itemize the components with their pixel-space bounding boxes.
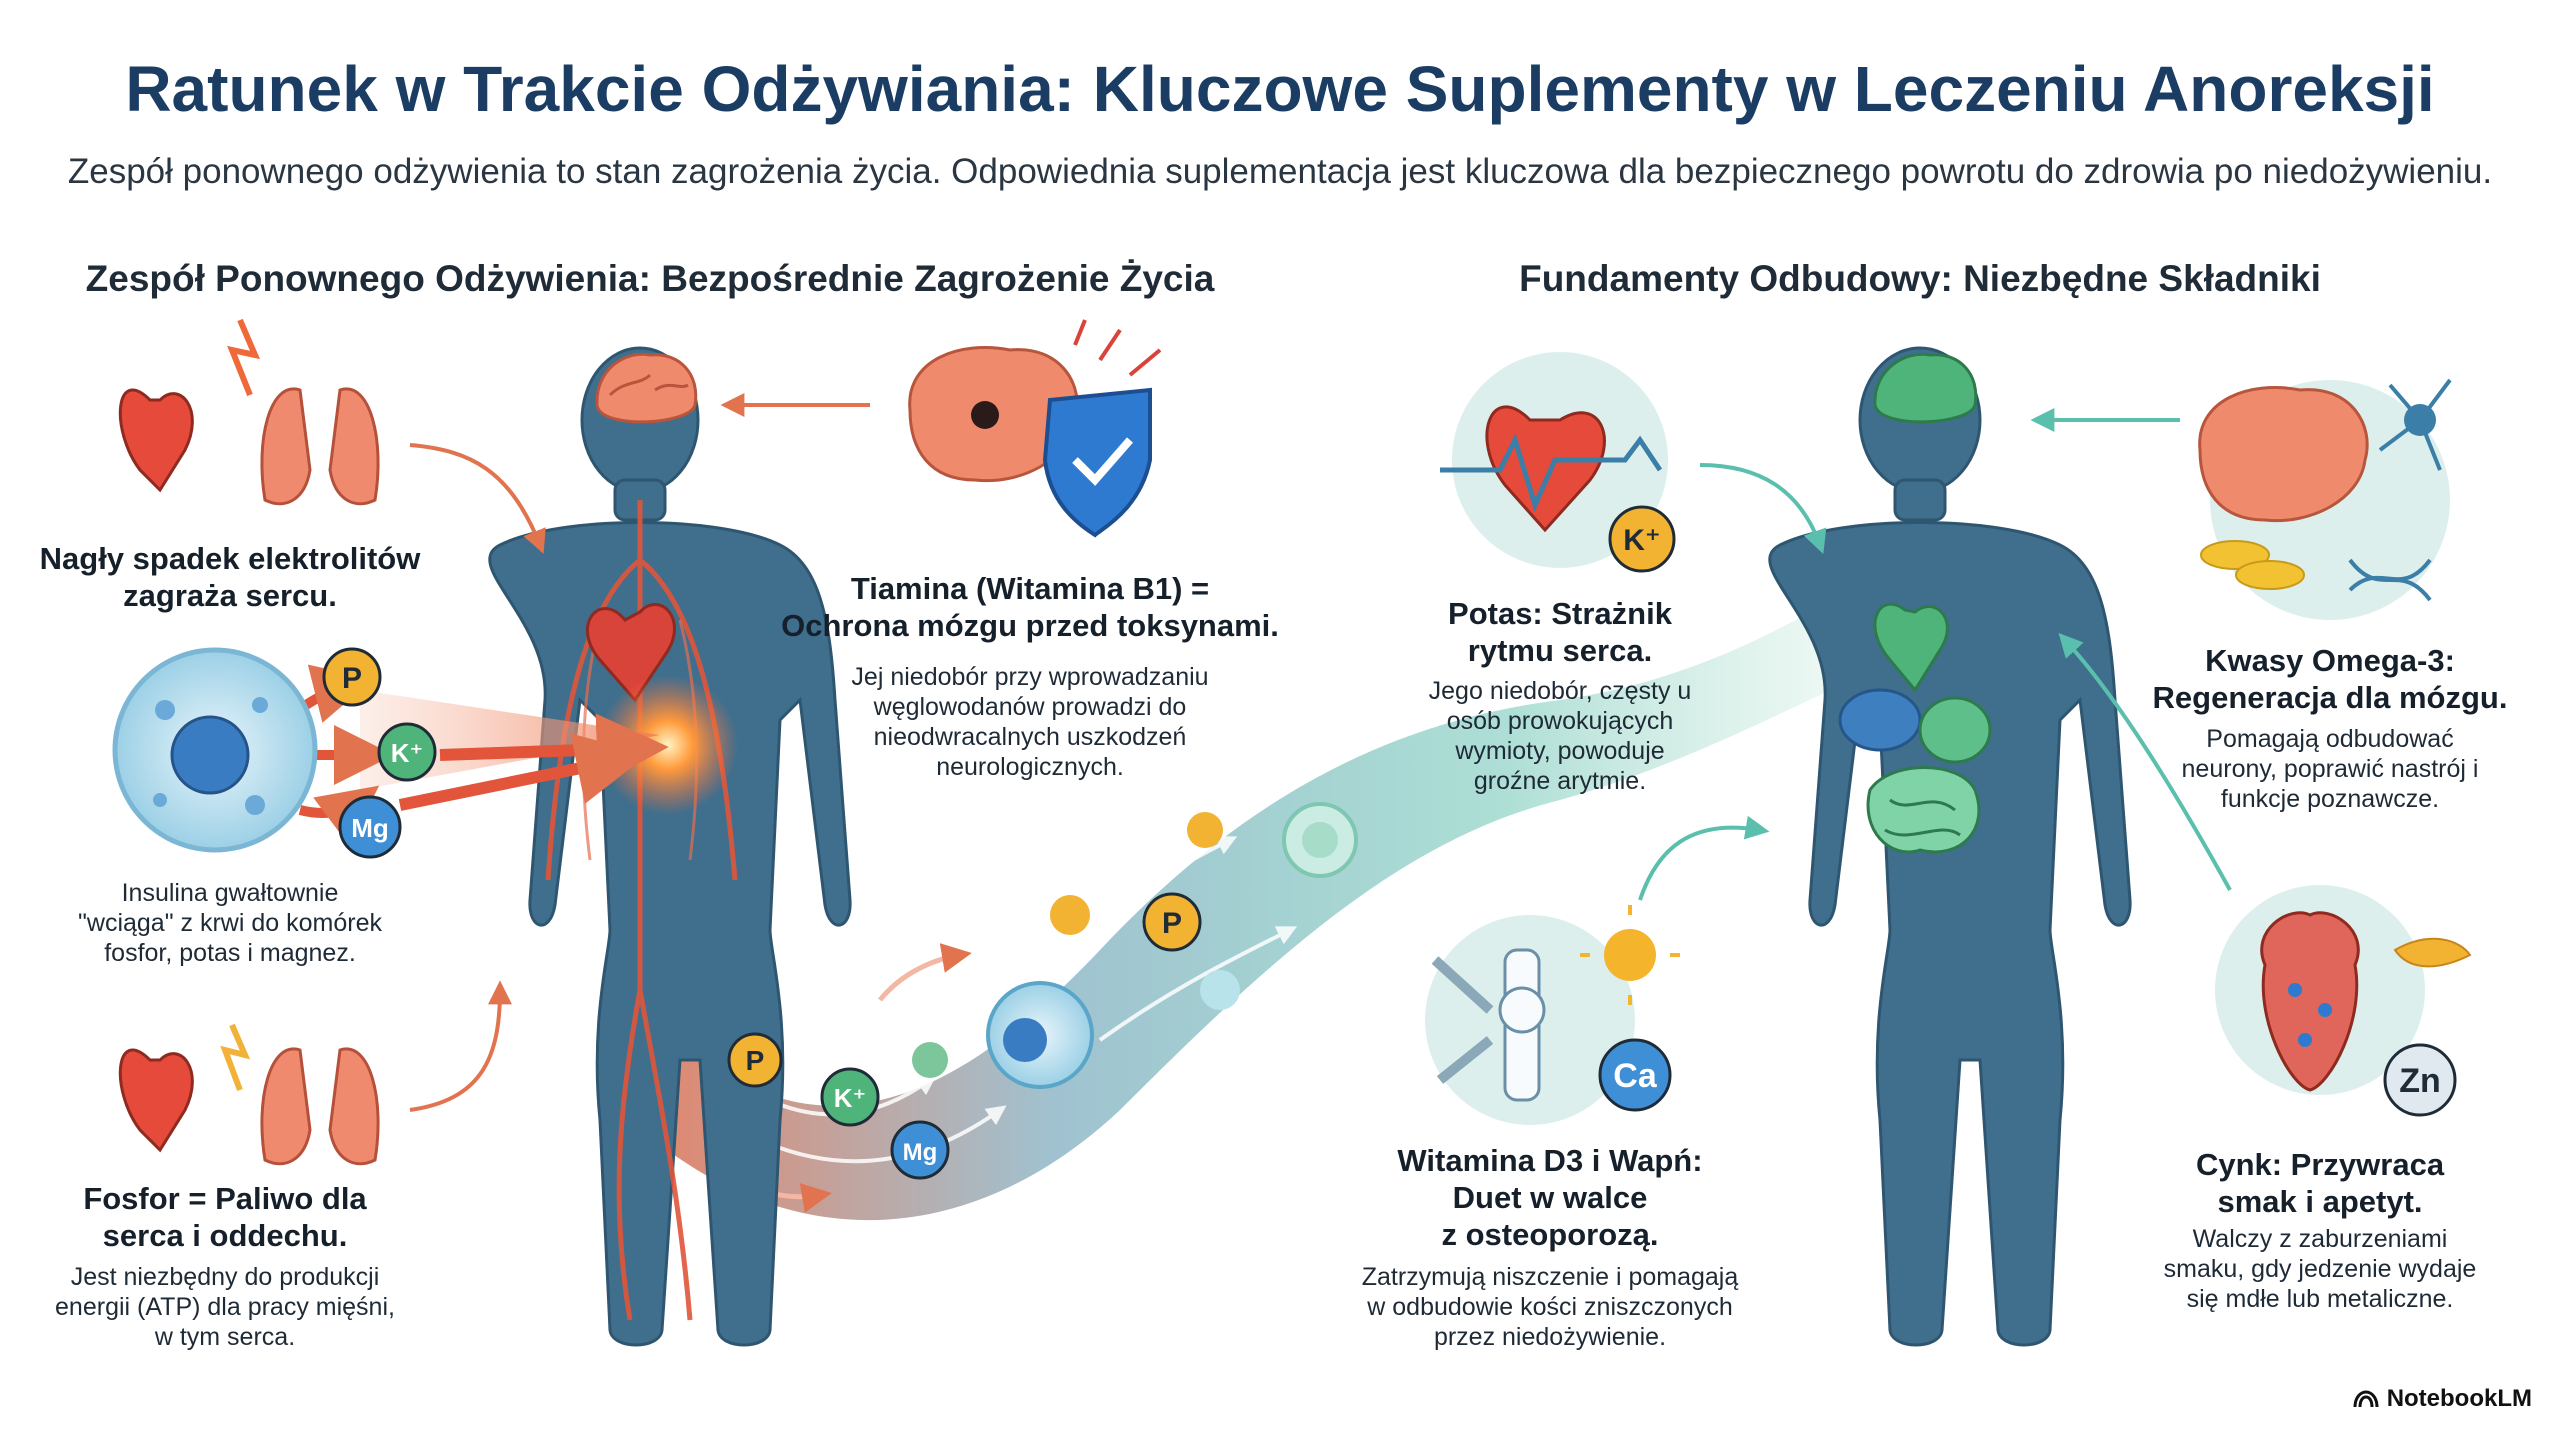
vitd-caption: Witamina D3 i Wapń: Duet w walce z osteo…: [1350, 1142, 1750, 1253]
omega-text: Pomagają odbudować neurony, poprawić nas…: [2150, 724, 2510, 814]
badge-k-right: K⁺: [1608, 505, 1676, 573]
potassium-text-line: Jego niedobór, częsty u: [1428, 677, 1692, 705]
insulin-text: Insulina gwałtownie "wciąga" z krwi do k…: [50, 878, 410, 968]
electrolytes-caption-line: Nagły spadek elektrolitów: [39, 541, 421, 576]
omega-caption-line: Kwasy Omega-3:: [2205, 643, 2455, 678]
potassium-caption-line: rytmu serca.: [1467, 633, 1653, 668]
thiamine-caption-line: Ochrona mózgu przed toksynami.: [781, 608, 1279, 643]
thiamine-text-line: nieodwracalnych uszkodzeń: [873, 723, 1187, 751]
badge-ca: Ca: [1598, 1038, 1672, 1112]
omega-text-line: Pomagają odbudować: [2206, 725, 2454, 753]
badge-k-left: K⁺: [377, 722, 437, 782]
vitd-text-line: Zatrzymują niszczenie i pomagają: [1361, 1263, 1739, 1291]
potassium-text-line: groźne arytmie.: [1473, 767, 1647, 795]
badge-zn-label: Zn: [2399, 1062, 2441, 1100]
electrolytes-caption-line: zagraża sercu.: [123, 578, 337, 613]
omega-caption-line: Regeneracja dla mózgu.: [2152, 680, 2508, 715]
zinc-text-line: się mdłe lub metaliczne.: [2186, 1285, 2454, 1313]
vitd-text-line: przez niedożywienie.: [1433, 1323, 1667, 1351]
phosphor-text-line: energii (ATP) dla pracy mięśni,: [55, 1293, 395, 1321]
phosphor-text: Jest niezbędny do produkcji energii (ATP…: [40, 1262, 410, 1352]
badge-p-stream1: P: [727, 1032, 783, 1088]
insulin-text-line: fosfor, potas i magnez.: [104, 939, 356, 967]
thiamine-brain-shield-icon: [908, 319, 1162, 538]
badge-k-label: K⁺: [834, 1083, 867, 1113]
brand-label: NotebookLM: [2386, 1385, 2532, 1412]
badge-p-label: P: [342, 662, 362, 695]
vitd-text-line: w odbudowie kości zniszczonych: [1367, 1293, 1733, 1321]
zinc-caption: Cynk: Przywraca smak i apetyt.: [2140, 1146, 2500, 1220]
insulin-text-line: Insulina gwałtownie: [121, 879, 339, 907]
thiamine-text: Jej niedobór przy wprowadzaniu węglowoda…: [820, 662, 1240, 782]
omega-text-line: neurony, poprawić nastrój i: [2181, 755, 2479, 783]
vitd-caption-line: z osteoporozą.: [1441, 1217, 1659, 1252]
zinc-caption-line: Cynk: Przywraca: [2195, 1147, 2445, 1182]
badge-ca-label: Ca: [1613, 1057, 1658, 1095]
zinc-text-line: smaku, gdy jedzenie wydaje: [2163, 1255, 2477, 1283]
stream-cells: [912, 802, 1358, 1089]
left-head-brain: [595, 352, 698, 424]
phosphor-text-line: w tym serca.: [154, 1323, 296, 1351]
right-body-organs: [1838, 352, 1992, 854]
heart-lungs-icon-bottom: [118, 1023, 380, 1166]
badge-p-label: P: [746, 1045, 765, 1076]
badge-mg-label: Mg: [351, 813, 389, 843]
zinc-text-line: Walczy z zaburzeniami: [2192, 1225, 2448, 1253]
vitd-caption-line: Witamina D3 i Wapń:: [1397, 1143, 1703, 1178]
potassium-caption-line: Potas: Strażnik: [1448, 596, 1672, 631]
badge-k-label: K⁺: [1623, 524, 1661, 557]
right-section-heading: Fundamenty Odbudowy: Niezbędne Składniki: [1519, 258, 2321, 299]
potassium-text-line: osób prowokujących: [1446, 707, 1674, 735]
omega-brain-neuron-icon: [2198, 378, 2452, 620]
thiamine-caption-line: Tiamina (Witamina B1) =: [850, 571, 1210, 606]
potassium-text: Jego niedobór, częsty u osób prowokujący…: [1410, 676, 1710, 796]
badge-mg-stream: Mg: [890, 1120, 950, 1180]
left-section-heading: Zespół Ponownego Odżywienia: Bezpośredni…: [85, 258, 1215, 299]
thiamine-caption: Tiamina (Witamina B1) = Ochrona mózgu pr…: [770, 570, 1290, 644]
zinc-text: Walczy z zaburzeniami smaku, gdy jedzeni…: [2140, 1224, 2500, 1314]
page-title: Ratunek w Trakcie Odżywiania: Kluczowe S…: [125, 53, 2435, 125]
badge-mg-left: Mg: [338, 795, 402, 859]
insulin-text-line: "wciąga" z krwi do komórek: [78, 909, 382, 937]
omega-text-line: funkcje poznawcze.: [2220, 785, 2440, 813]
cell-icon: [112, 647, 318, 853]
badge-zn: Zn: [2383, 1043, 2457, 1117]
heart-lungs-icon-top: [118, 318, 380, 506]
phosphor-text-line: Jest niezbędny do produkcji: [70, 1263, 380, 1291]
thiamine-text-line: węglowodanów prowadzi do: [873, 693, 1187, 721]
badge-mg-label: Mg: [903, 1139, 938, 1166]
thiamine-text-line: neurologicznych.: [936, 753, 1124, 781]
notebooklm-brand: NotebookLM: [2353, 1385, 2532, 1413]
thiamine-text-line: Jej niedobór przy wprowadzaniu: [851, 663, 1209, 691]
zinc-caption-line: smak i apetyt.: [2217, 1184, 2423, 1219]
potassium-text-line: wymioty, powoduje: [1455, 737, 1665, 765]
nutrient-stream: [600, 560, 1900, 1221]
phosphor-caption-line: Fosfor = Paliwo dla: [83, 1181, 367, 1216]
zinc-seed-icon: [2215, 885, 2472, 1095]
bones-sun-icon: [1425, 905, 1680, 1125]
badge-p-stream2: P: [1142, 892, 1202, 952]
badge-p-label: P: [1162, 907, 1182, 940]
omega-caption: Kwasy Omega-3: Regeneracja dla mózgu.: [2130, 642, 2530, 716]
potassium-heart-icon: [1440, 352, 1668, 568]
potassium-caption: Potas: Strażnik rytmu serca.: [1410, 595, 1710, 669]
phosphor-caption-line: serca i oddechu.: [102, 1218, 348, 1253]
vitd-text: Zatrzymują niszczenie i pomagają w odbud…: [1330, 1262, 1770, 1352]
vitd-caption-line: Duet w walce: [1452, 1180, 1648, 1215]
electrolytes-caption: Nagły spadek elektrolitów zagraża sercu.: [30, 540, 430, 614]
page-subtitle: Zespół ponownego odżywienia to stan zagr…: [67, 152, 2493, 191]
badge-k-label: K⁺: [391, 738, 424, 768]
phosphor-caption: Fosfor = Paliwo dla serca i oddechu.: [40, 1180, 410, 1254]
badge-p-left: P: [322, 647, 382, 707]
badge-k-stream: K⁺: [820, 1067, 880, 1127]
notebooklm-logo-icon: [2353, 1390, 2379, 1408]
